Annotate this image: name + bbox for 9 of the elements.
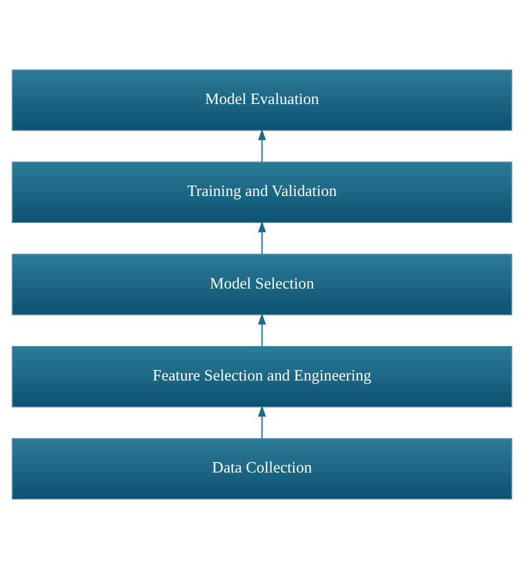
arrow	[258, 220, 266, 254]
node-box: Model Selection	[12, 254, 512, 316]
arrow	[258, 128, 266, 162]
arrow	[258, 405, 266, 439]
node-box: Feature Selection and Engineering	[12, 346, 512, 408]
node-box: Training and Validation	[12, 162, 512, 224]
arrow	[258, 313, 266, 346]
node-box: Data Collection	[12, 438, 512, 500]
node-box: Model Evaluation	[12, 69, 512, 131]
